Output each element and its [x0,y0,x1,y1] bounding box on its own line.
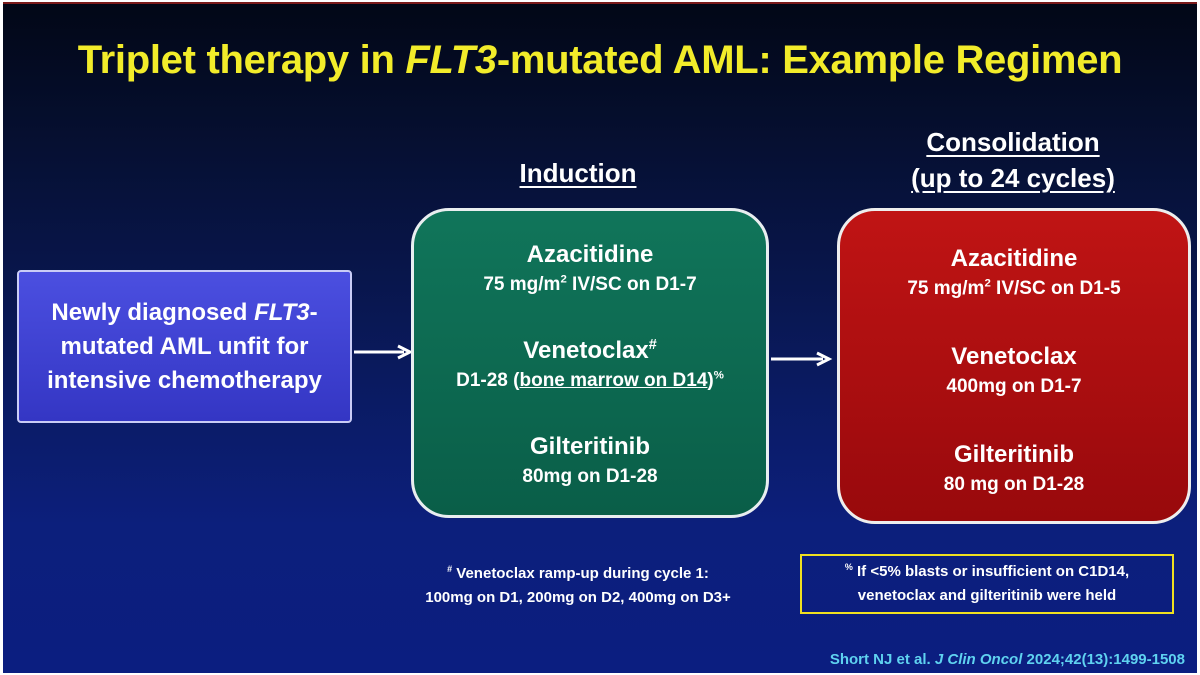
input-line2: mutated AML unfit for [60,332,309,360]
induction-ven-dose-post: ) [707,370,714,391]
induction-ven-name-text: Venetoclax [523,337,649,364]
hold-footnote-sup: % [844,562,853,572]
citation-journal: J Clin Oncol [934,651,1023,668]
induction-gilteritinib-name: Gilteritinib [530,433,650,460]
consolidation-heading-line2: (up to 24 cycles) [911,163,1115,193]
induction-aza-dose-pre: 75 mg/m [483,274,561,295]
induction-gilteritinib-dose: 80mg on D1-28 [522,466,658,487]
rampup-footnote-sup: # [447,564,453,574]
consolidation-venetoclax-name: Venetoclax [951,343,1077,370]
consol-aza-dose-post: IV/SC on D1-5 [990,278,1121,299]
title-part1: Triplet therapy in [77,38,406,82]
induction-gilteritinib: Gilteritinib 80mg on D1-28 [414,431,766,491]
induction-ven-dose-pre: D1-28 ( [456,370,520,391]
induction-ven-dose-underlined: bone marrow on D14 [519,370,708,391]
consolidation-azacitidine-name: Azacitidine [950,245,1078,272]
induction-azacitidine-name: Azacitidine [526,241,654,268]
induction-azacitidine-dose: 75 mg/m2 IV/SC on D1-7 [414,271,766,299]
input-line3: intensive chemotherapy [47,366,322,394]
induction-aza-dose-sup: 2 [560,273,567,286]
patient-population-text: Newly diagnosed FLT3- mutated AML unfit … [47,296,322,398]
slide-title: Triplet therapy in FLT3-mutated AML: Exa… [3,38,1197,83]
venetoclax-rampup-footnote: # Venetoclax ramp-up during cycle 1: 100… [383,562,773,610]
induction-box: Azacitidine 75 mg/m2 IV/SC on D1-7 Venet… [411,208,769,518]
consolidation-gilteritinib-name: Gilteritinib [954,441,1074,468]
arrow-to-induction-icon [354,344,414,360]
induction-venetoclax-dose: D1-28 (bone marrow on D14)% [414,367,766,395]
consolidation-box: Azacitidine 75 mg/m2 IV/SC on D1-5 Venet… [837,208,1191,524]
consolidation-gilteritinib-dose: 80 mg on D1-28 [943,474,1085,495]
induction-ven-dose-sup: % [713,369,724,382]
consolidation-venetoclax-dose: 400mg on D1-7 [946,376,1082,397]
input-line1-post: - [309,298,318,326]
citation-authors: Short NJ et al. [829,651,935,668]
consolidation-azacitidine: Azacitidine 75 mg/m2 IV/SC on D1-5 [840,243,1188,303]
citation-ref: 2024;42(13):1499-1508 [1022,651,1185,668]
citation: Short NJ et al. J Clin Oncol 2024;42(13)… [830,651,1185,668]
slide: Triplet therapy in FLT3-mutated AML: Exa… [3,2,1197,673]
induction-heading: Induction [519,158,637,188]
consolidation-heading-line1: Consolidation [926,127,1100,157]
consolidation-heading: Consolidation (up to 24 cycles) [843,124,1183,196]
hold-footnote-line2: venetoclax and gilteritinib were held [857,587,1117,604]
title-part2: -mutated AML: Example Regimen [496,38,1123,82]
induction-venetoclax-name: Venetoclax# [414,335,766,367]
input-line1-gene: FLT3 [254,298,310,326]
consolidation-venetoclax: Venetoclax 400mg on D1-7 [840,341,1188,401]
consol-aza-dose-sup: 2 [984,277,991,290]
induction-aza-dose-post: IV/SC on D1-7 [566,274,697,295]
induction-venetoclax: Venetoclax# D1-28 (bone marrow on D14)% [414,335,766,395]
consol-aza-dose-pre: 75 mg/m [907,278,985,299]
consolidation-gilteritinib: Gilteritinib 80 mg on D1-28 [840,439,1188,499]
top-border-line [3,2,1197,4]
consolidation-azacitidine-dose: 75 mg/m2 IV/SC on D1-5 [840,275,1188,303]
rampup-footnote-line2: 100mg on D1, 200mg on D2, 400mg on D3+ [425,589,731,606]
rampup-footnote-line1: Venetoclax ramp-up during cycle 1: [452,565,709,582]
induction-azacitidine: Azacitidine 75 mg/m2 IV/SC on D1-7 [414,239,766,299]
title-gene-italic: FLT3 [405,38,497,82]
input-line1-pre: Newly diagnosed [51,298,255,326]
induction-ven-name-sup: # [648,337,657,353]
hold-footnote-line1: If <5% blasts or insufficient on C1D14, [852,563,1130,580]
arrow-to-consolidation-icon [771,351,833,367]
patient-population-box: Newly diagnosed FLT3- mutated AML unfit … [17,270,352,423]
hold-criteria-footnote: % If <5% blasts or insufficient on C1D14… [800,554,1174,614]
